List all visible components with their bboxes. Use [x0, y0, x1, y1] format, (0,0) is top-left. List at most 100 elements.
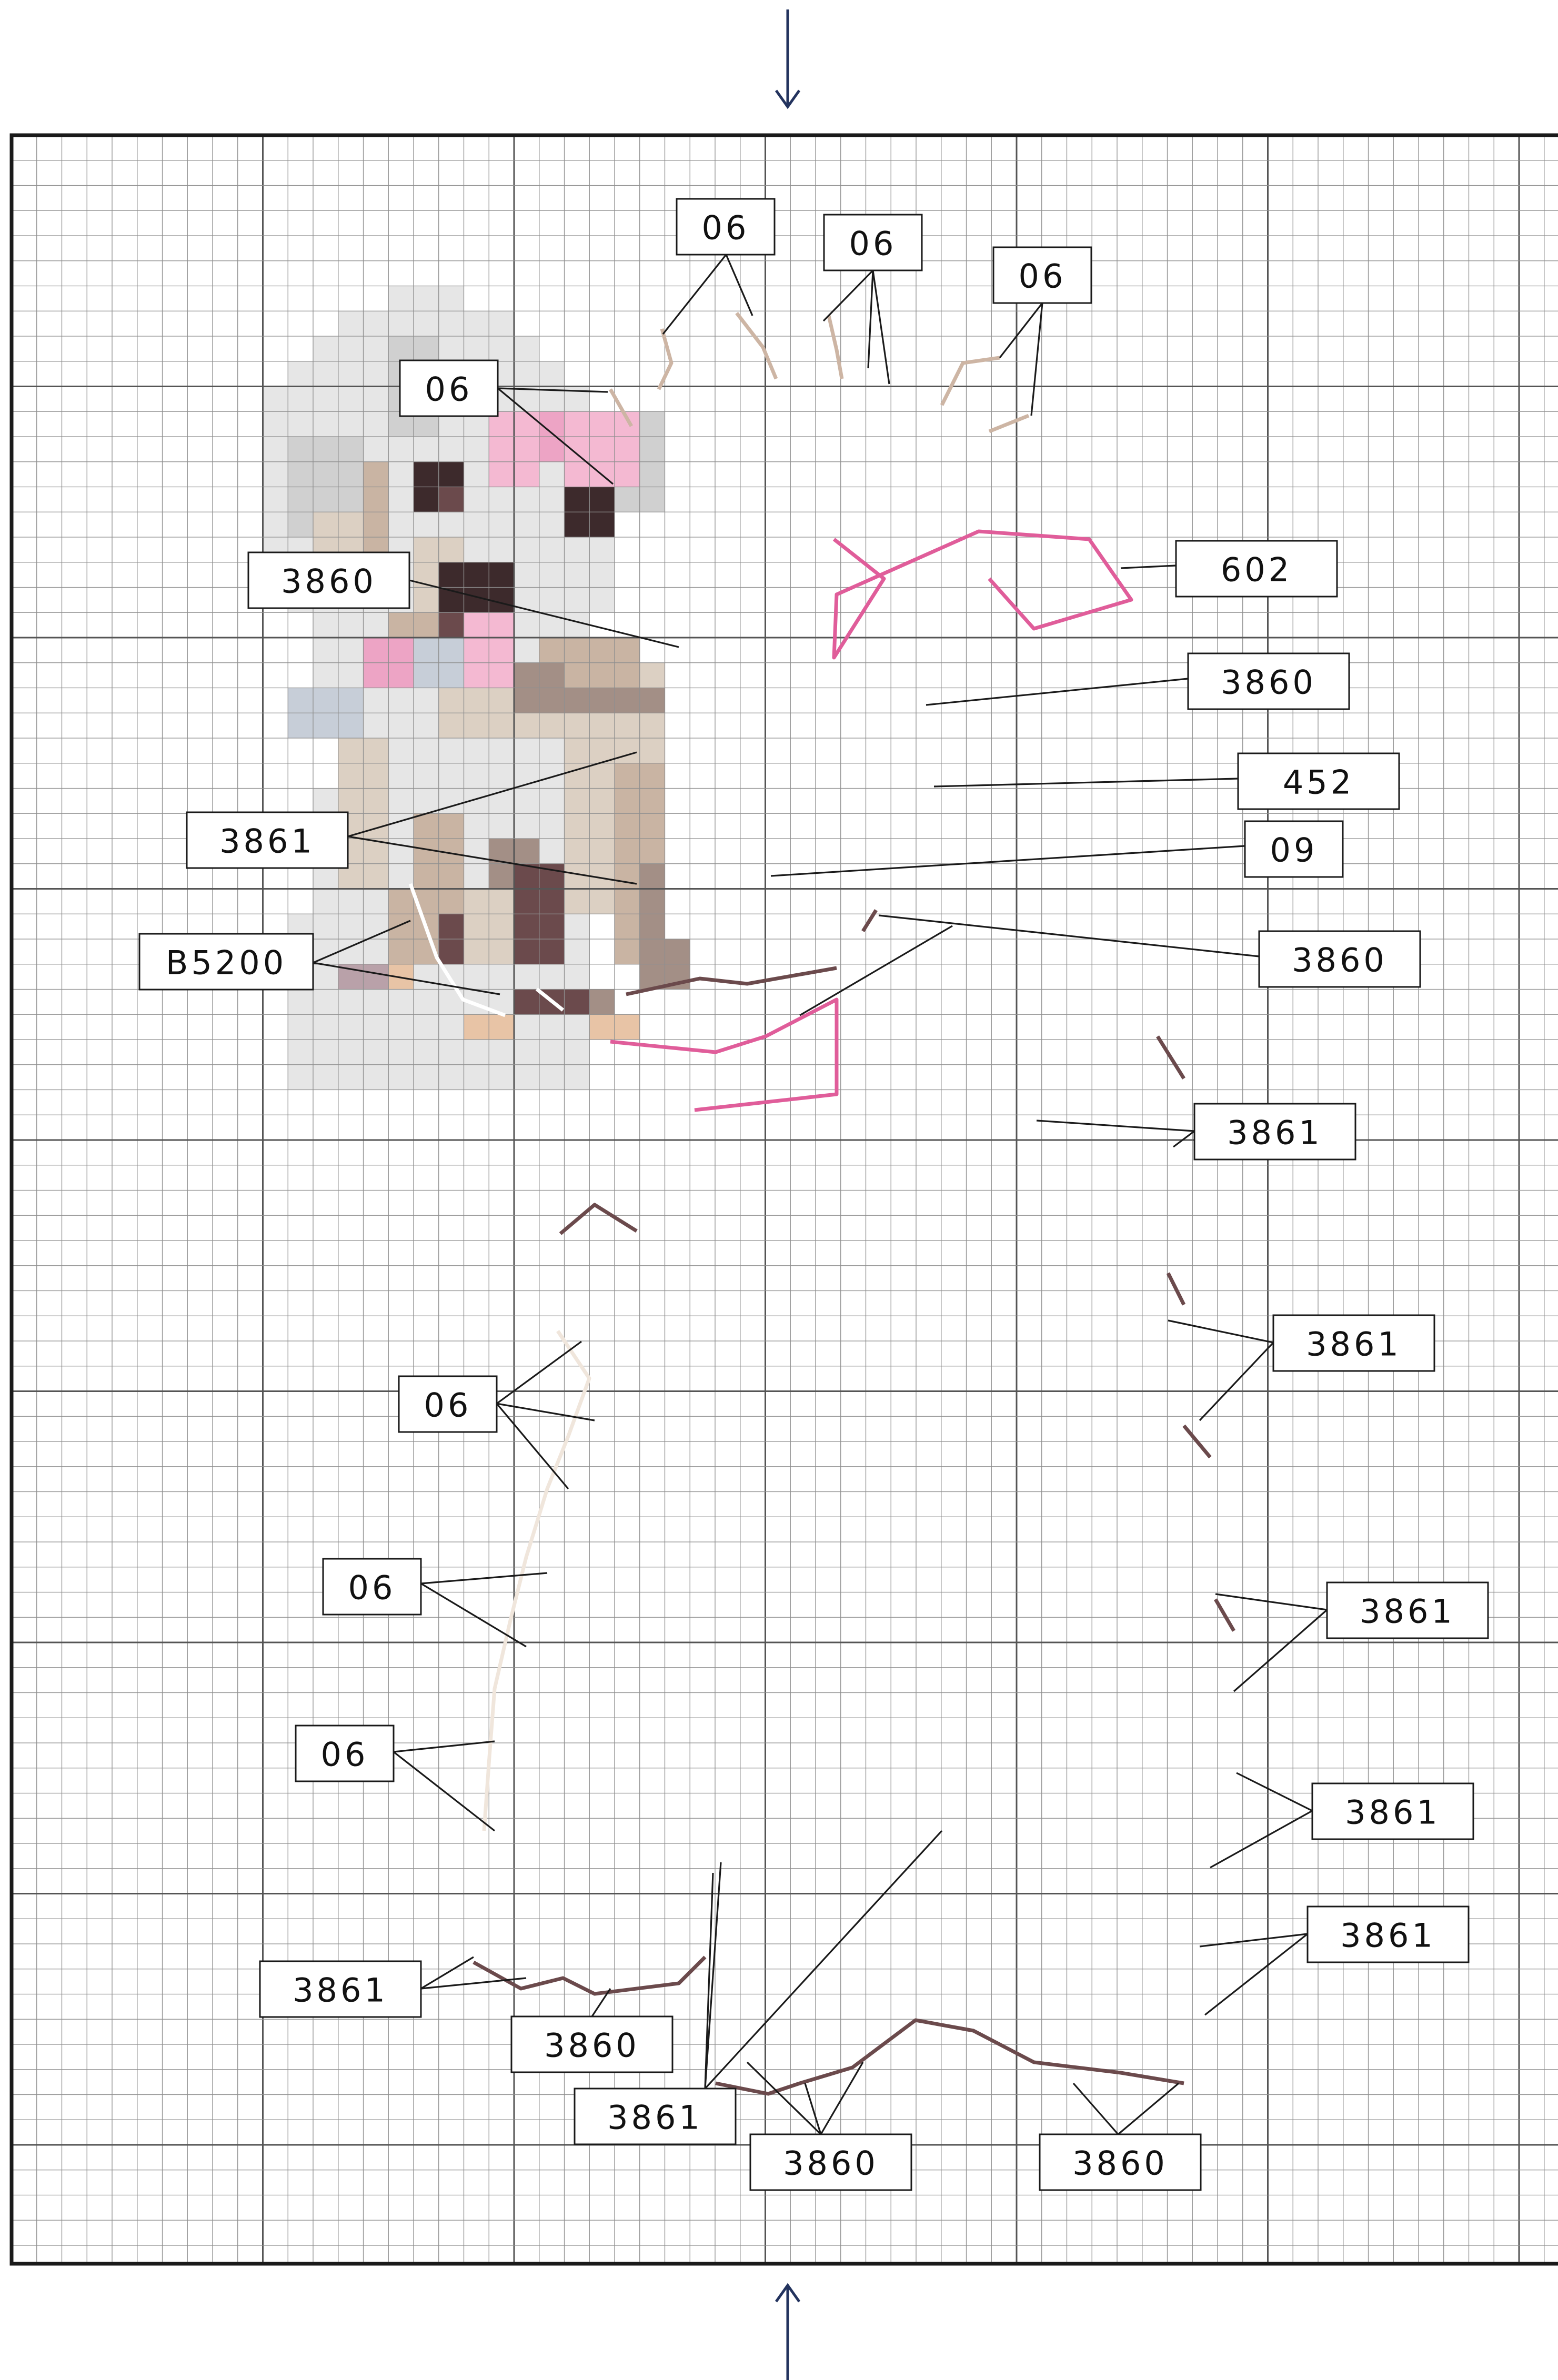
stitch-cell — [364, 789, 389, 814]
stitch-cell — [439, 663, 464, 688]
stitch-cell — [464, 663, 489, 688]
stitch-cell — [539, 964, 565, 990]
stitch-cell — [364, 387, 389, 412]
stitch-cell — [313, 688, 338, 713]
stitch-cell — [414, 1065, 439, 1090]
stitch-cell — [464, 1040, 489, 1065]
thread-label: 06 — [663, 199, 775, 334]
stitch-cell — [388, 914, 414, 939]
stitch-cell — [565, 588, 590, 613]
stitch-cell — [539, 1065, 565, 1090]
stitch-cell — [539, 688, 565, 713]
stitch-cell — [364, 990, 389, 1015]
thread-label: 602 — [1121, 541, 1337, 597]
stitch-cell — [414, 763, 439, 789]
stitch-cell — [514, 462, 539, 487]
thread-label: 09 — [771, 821, 1343, 877]
stitch-cell — [439, 311, 464, 336]
stitch-cell — [263, 487, 288, 512]
stitch-cell — [414, 738, 439, 763]
stitch-cell — [514, 612, 539, 638]
thread-label: 3860 — [747, 2062, 911, 2190]
stitch-cell — [489, 1014, 514, 1040]
stitch-cell — [338, 789, 364, 814]
leader-line — [1121, 566, 1176, 568]
stitch-cell — [640, 663, 665, 688]
leader-line — [926, 679, 1188, 705]
stitch-cell — [514, 512, 539, 537]
stitch-cell — [439, 688, 464, 713]
stitch-cell — [464, 889, 489, 914]
stitch-cell — [464, 638, 489, 663]
stitch-cell — [539, 512, 565, 537]
stitch-cell — [439, 1040, 464, 1065]
stitch-cell — [514, 537, 539, 562]
leader-line — [1031, 303, 1042, 416]
stitch-cell — [589, 713, 615, 738]
thread-code: 3861 — [1360, 1592, 1455, 1631]
stitch-cell — [414, 864, 439, 889]
stitch-cell — [489, 437, 514, 462]
stitch-cell — [489, 1065, 514, 1090]
stitch-cell — [514, 411, 539, 437]
orientation-arrows — [776, 9, 799, 2380]
stitch-cell — [589, 663, 615, 688]
stitch-cell — [414, 713, 439, 738]
stitch-cell — [439, 889, 464, 914]
stitch-cell — [539, 789, 565, 814]
stitch-cell — [565, 411, 590, 437]
stitch-cell — [338, 512, 364, 537]
stitch-cell — [364, 939, 389, 964]
stitch-cell — [313, 990, 338, 1015]
stitch-cell — [388, 487, 414, 512]
stitch-cell — [565, 638, 590, 663]
stitch-cell — [338, 411, 364, 437]
stitch-cell — [388, 789, 414, 814]
stitch-cell — [414, 512, 439, 537]
stitch-cell — [615, 914, 640, 939]
backstitch-line — [989, 416, 1029, 431]
stitch-cell — [313, 964, 338, 990]
backstitch-line — [834, 531, 1131, 658]
stitch-cell — [313, 889, 338, 914]
stitch-cell — [263, 437, 288, 462]
thread-code: 3861 — [607, 2099, 703, 2137]
stitch-cell — [514, 437, 539, 462]
stitch-cell — [338, 437, 364, 462]
stitch-cell — [464, 738, 489, 763]
stitch-cell — [539, 1040, 565, 1065]
stitch-cell — [338, 914, 364, 939]
stitch-cell — [565, 813, 590, 839]
stitch-cell — [364, 1065, 389, 1090]
thread-label: 3861 — [260, 1957, 526, 2017]
stitch-cell — [565, 462, 590, 487]
stitch-cell — [338, 1065, 364, 1090]
leader-line — [1200, 1934, 1308, 1947]
stitch-cell — [489, 964, 514, 990]
stitch-cell — [464, 864, 489, 889]
stitch-cell — [615, 839, 640, 864]
stitch-cell — [514, 562, 539, 588]
backstitch-line — [610, 1000, 837, 1110]
stitch-cell — [489, 512, 514, 537]
stitch-cell — [539, 1014, 565, 1040]
stitch-cell — [439, 738, 464, 763]
stitch-cell — [589, 1014, 615, 1040]
stitch-cell — [565, 1040, 590, 1065]
stitch-cell — [338, 311, 364, 336]
thread-label: 3861 — [1210, 1773, 1473, 1868]
stitch-cell — [539, 889, 565, 914]
stitch-cell — [439, 537, 464, 562]
stitch-cell — [565, 789, 590, 814]
stitch-cell — [439, 612, 464, 638]
stitch-cell — [615, 437, 640, 462]
stitch-cell — [464, 537, 489, 562]
stitch-cell — [489, 487, 514, 512]
stitch-cell — [288, 512, 313, 537]
stitch-cell — [439, 939, 464, 964]
stitch-cell — [464, 336, 489, 361]
thread-code: 06 — [702, 209, 750, 247]
thread-label: 3861 — [1037, 1104, 1355, 1159]
thread-code: B5200 — [166, 944, 287, 982]
stitch-cell — [288, 990, 313, 1015]
